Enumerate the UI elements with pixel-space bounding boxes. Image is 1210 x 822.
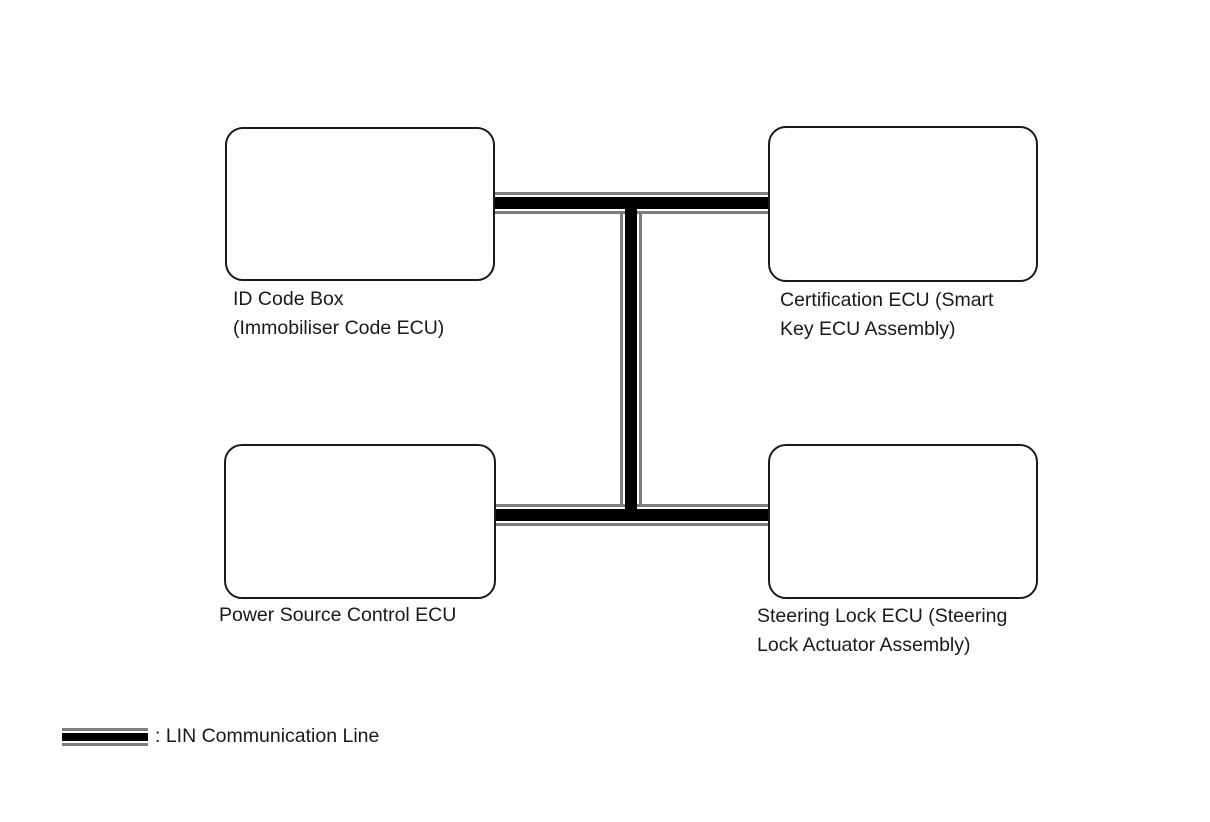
node-label-line: Steering Lock ECU (Steering bbox=[757, 605, 1008, 627]
node-box-power-source-control-ecu bbox=[224, 444, 496, 599]
node-label-line: (Immobiliser Code ECU) bbox=[233, 317, 445, 339]
lin-line-vertical-bus bbox=[620, 198, 642, 518]
legend-label: : LIN Communication Line bbox=[155, 725, 380, 747]
node-label-line: Key ECU Assembly) bbox=[780, 318, 956, 340]
node-label-certification-ecu: Certification ECU (Smart Key ECU Assembl… bbox=[780, 286, 993, 344]
lin-line-bottom-junction bbox=[625, 504, 637, 521]
node-label-line: Certification ECU (Smart bbox=[780, 289, 994, 311]
node-label-id-code-box: ID Code Box (Immobiliser Code ECU) bbox=[233, 285, 444, 343]
legend: : LIN Communication Line bbox=[62, 725, 380, 747]
node-label-line: ID Code Box bbox=[233, 288, 344, 310]
node-label-line: Power Source Control ECU bbox=[219, 604, 457, 626]
node-label-power-source-control-ecu: Power Source Control ECU bbox=[219, 601, 456, 630]
node-box-certification-ecu bbox=[768, 126, 1038, 282]
node-label-steering-lock-ecu: Steering Lock ECU (Steering Lock Actuato… bbox=[757, 602, 1007, 660]
lin-line-legend-swatch bbox=[62, 727, 148, 746]
node-label-line: Lock Actuator Assembly) bbox=[757, 634, 971, 656]
node-box-id-code-box bbox=[225, 127, 495, 281]
lin-line-top-junction bbox=[625, 197, 637, 214]
node-box-steering-lock-ecu bbox=[768, 444, 1038, 599]
